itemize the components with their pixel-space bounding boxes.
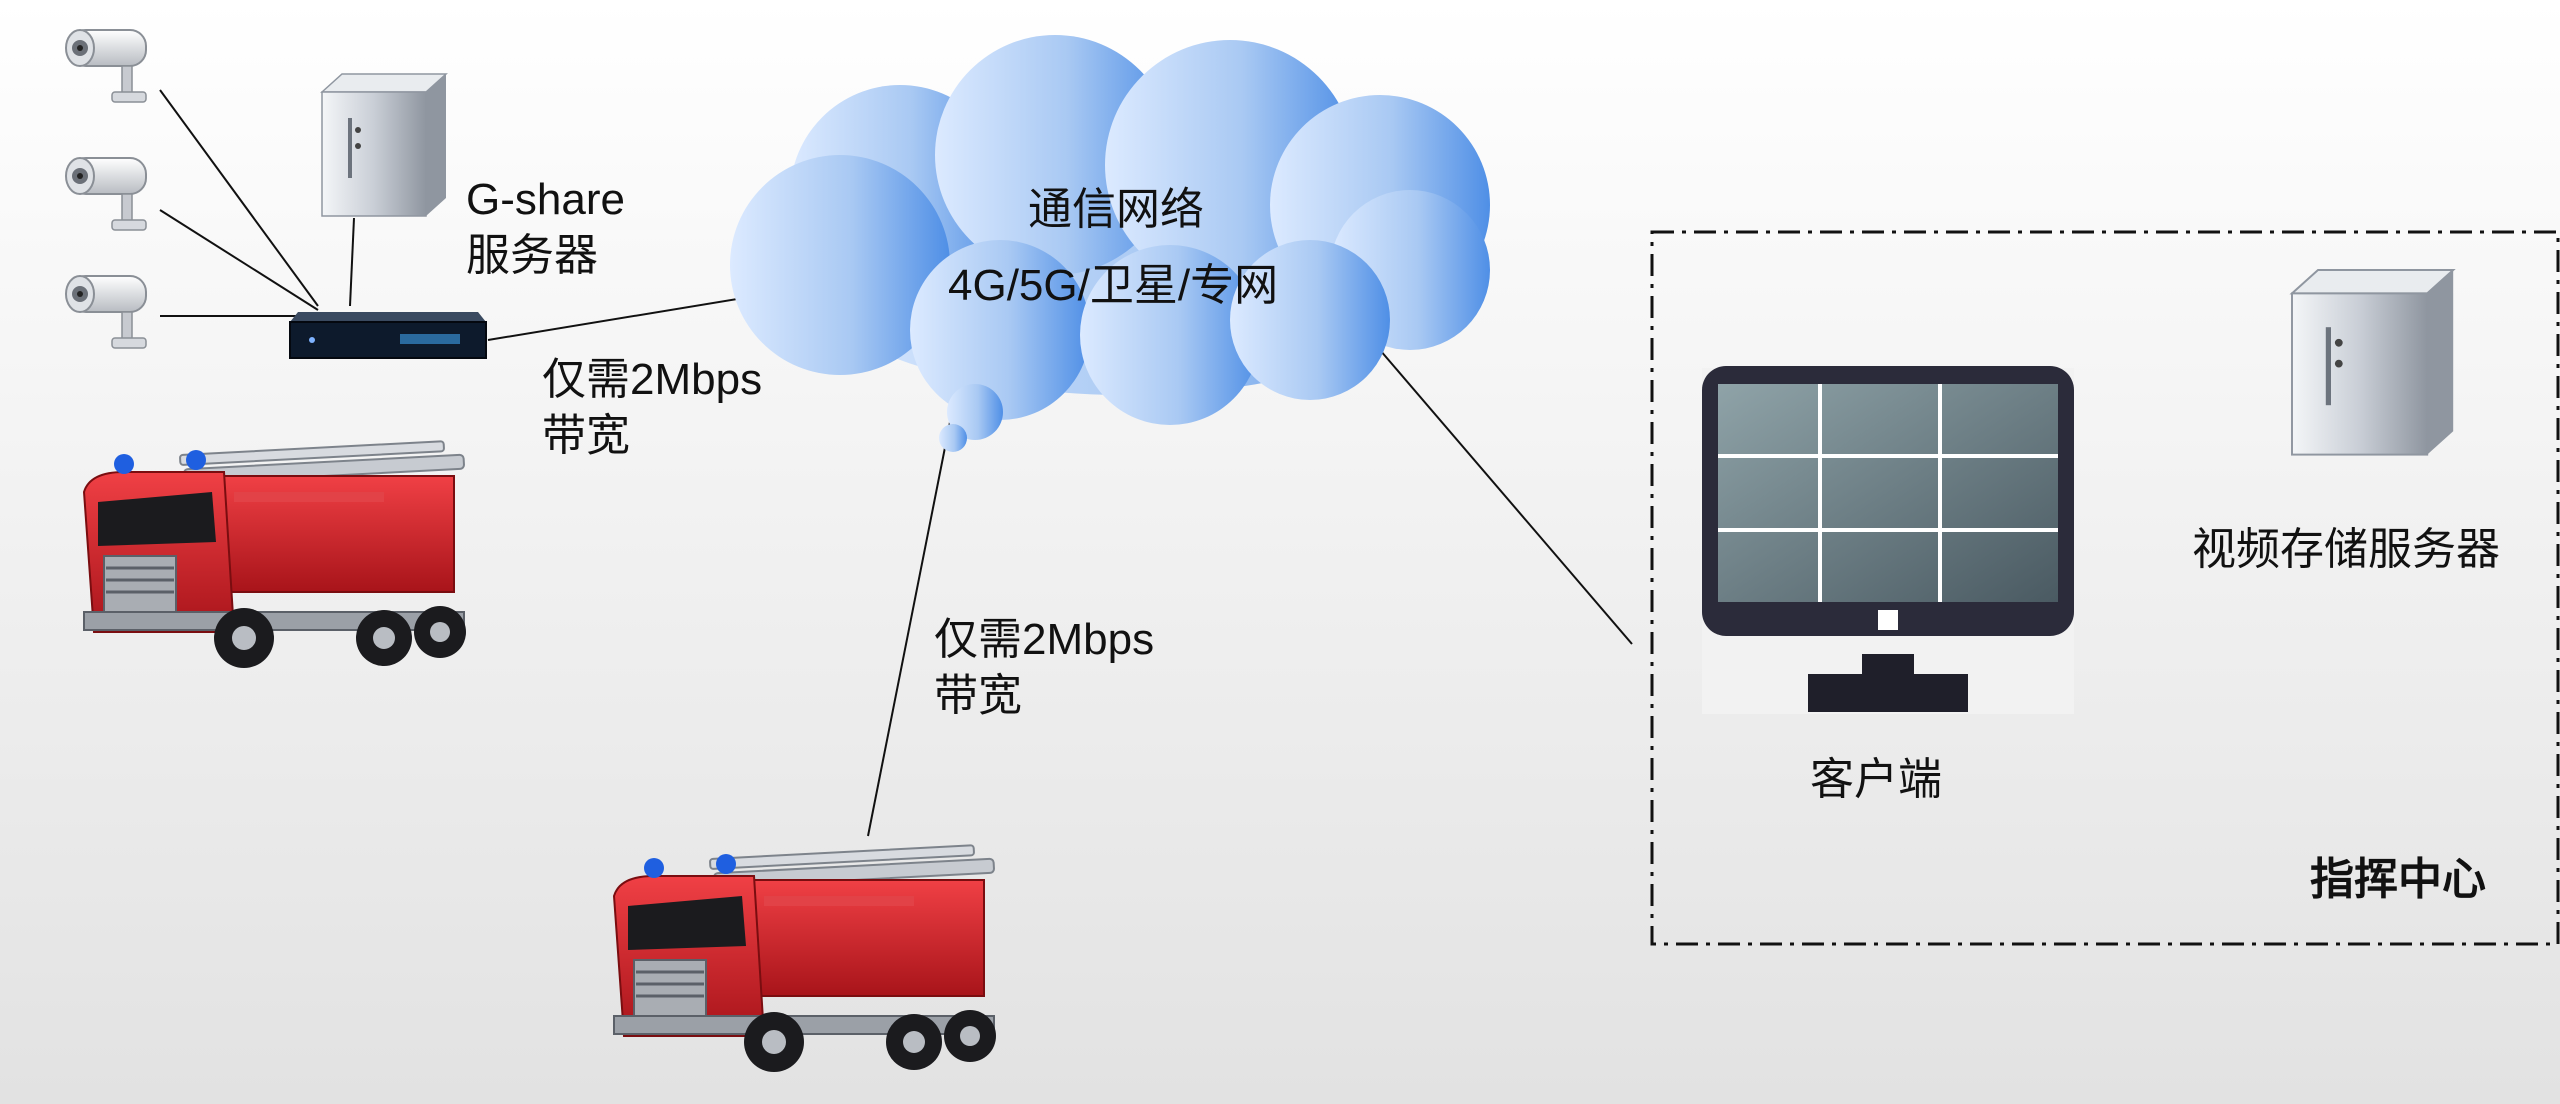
fire-truck-icon [612,843,998,1074]
cloud-icon [730,35,1490,452]
network-title: 通信网络 [1028,185,1204,234]
cloud-command-link [1379,349,1633,645]
bandwidth-label-bottom: 仅需2Mbps 带宽 [934,615,1155,720]
server-tower-icon [2291,269,2455,456]
server-link [349,217,355,307]
camera-icon [65,29,147,103]
bandwidth-label-left: 仅需2Mbps 带宽 [542,355,763,460]
fire-truck-icon [82,439,468,670]
network-switch-icon [289,312,487,359]
network-subtitle: 4G/5G/卫星/专网 [948,261,1279,310]
server-label: G-share 服务器 [466,175,625,280]
command-center-title: 指挥中心 [2310,855,2486,904]
camera-1-link [159,89,319,307]
monitor-icon [1702,366,2074,714]
switch-cloud-link [487,291,781,341]
truck-cloud-link [867,401,955,837]
camera-icon [65,157,147,231]
client-label: 客户端 [1810,755,1942,804]
camera-icon [65,275,147,349]
connection-lines [159,89,1633,837]
command-center-box [1650,230,2560,946]
camera-2-link [159,209,319,311]
server-tower-icon [321,73,447,217]
storage-server-label: 视频存储服务器 [2192,525,2500,574]
